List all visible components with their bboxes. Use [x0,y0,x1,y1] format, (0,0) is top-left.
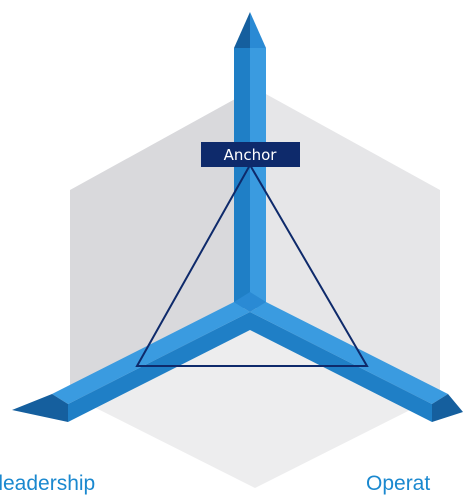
anchor-label: Anchor [201,142,300,167]
anchor-label-text: Anchor [224,146,278,164]
center-hub [234,292,266,312]
anchor-label-box [201,142,300,167]
arrow-up-tip-right [250,12,266,48]
hexagon-right-face [255,88,440,395]
arrow-right-tip [432,394,463,422]
arrow-left-tip [12,394,68,422]
triangle-outline [135,162,369,367]
bottom-left-label: y leadership [0,472,96,495]
bottom-right-label: Operat [366,472,431,495]
arrow-left-shaft-top [52,302,250,404]
arrow-right-shaft-top [250,302,448,404]
arrow-up-tip-left [234,12,250,48]
